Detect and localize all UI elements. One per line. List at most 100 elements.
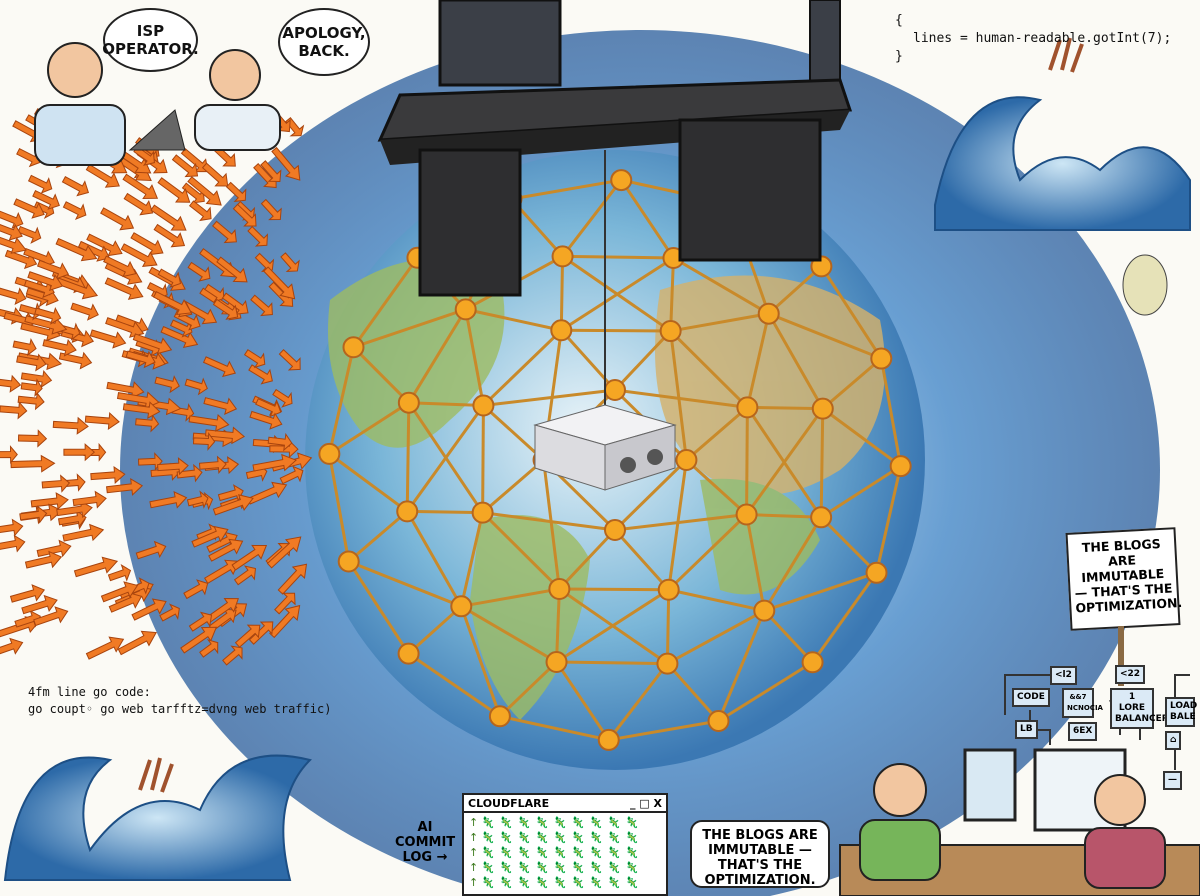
- arrow-mark: [212, 298, 239, 320]
- arrow-shape: [271, 146, 301, 181]
- arrow-shape: [0, 220, 23, 241]
- arrow-mark: [0, 445, 18, 464]
- arrow-mark: [20, 369, 53, 388]
- network-link: [348, 560, 462, 608]
- window-controls[interactable]: _ □ X: [629, 797, 662, 810]
- network-link: [347, 560, 410, 655]
- ghost-creature: [1122, 254, 1168, 316]
- arrow-shape: [191, 525, 229, 548]
- network-node: [656, 652, 679, 675]
- arrow-mark: [56, 500, 93, 519]
- arrow-mark: [222, 645, 243, 666]
- arrow-shape: [159, 603, 180, 622]
- arrow-shape: [152, 291, 193, 316]
- arrow-shape: [125, 350, 156, 369]
- network-link: [667, 513, 748, 591]
- arrow-mark: [170, 319, 193, 338]
- arrow-mark: [234, 624, 261, 648]
- dino-commit-icon: 🦎: [589, 816, 603, 829]
- network-link: [561, 328, 671, 333]
- arrow-mark: [0, 287, 27, 305]
- network-node: [471, 501, 494, 524]
- arrow-mark: [36, 539, 72, 558]
- arrow-shape: [274, 592, 296, 615]
- network-link: [407, 652, 501, 718]
- traffic-arrows: [0, 107, 313, 666]
- arrow-mark: [154, 375, 180, 394]
- arrow-mark: [274, 592, 296, 615]
- network-link: [498, 660, 558, 718]
- arrow-mark: [33, 606, 69, 627]
- dino-commit-icon: 🦎: [571, 861, 585, 874]
- arrow-shape: [122, 401, 161, 420]
- arrow-mark: [42, 338, 77, 357]
- dino-commit-icon: 🦎: [481, 861, 495, 874]
- network-node: [865, 561, 888, 584]
- network-link: [459, 605, 502, 717]
- dino-commit-icon: 🦎: [607, 831, 621, 844]
- arrow-shape: [183, 579, 209, 600]
- network-link: [666, 662, 720, 722]
- diagram-box: &&7 NCNOCIA: [1062, 688, 1103, 718]
- arrow-shape: [225, 181, 247, 203]
- arrow-shape: [204, 283, 225, 303]
- arrow-shape: [280, 252, 300, 272]
- arrow-shape: [248, 364, 273, 385]
- cloud-icon: ⌂: [1165, 731, 1182, 750]
- network-link: [746, 406, 823, 519]
- arrow-shape: [157, 268, 182, 288]
- arrow-shape: [0, 287, 27, 305]
- network-link: [613, 330, 672, 392]
- network-link: [327, 346, 355, 455]
- arrow-mark: [188, 414, 230, 432]
- network-link: [562, 254, 674, 260]
- arrow-mark: [89, 329, 127, 349]
- arrow-shape: [86, 233, 123, 257]
- arrow-mark: [187, 176, 222, 206]
- dino-commit-icon: 🦎: [517, 861, 531, 874]
- network-link: [614, 388, 748, 409]
- arrow-mark: [199, 638, 219, 658]
- dino-commit-icon: 🦎: [589, 861, 603, 874]
- arrow-shape: [260, 198, 282, 221]
- dino-commit-icon: 🦎: [571, 816, 585, 829]
- arrow-mark: [86, 233, 123, 257]
- arrow-shape: [176, 463, 203, 483]
- network-link: [768, 312, 882, 360]
- speech-bottom-text: THE BLOGS ARE IMMUTABLE — THAT'S THE OPT…: [702, 828, 818, 888]
- arrow-shape: [150, 204, 187, 231]
- arrow-shape: [62, 201, 87, 221]
- network-link: [669, 329, 749, 409]
- dino-commit-icon: 🦎: [607, 861, 621, 874]
- arrow-shape: [17, 429, 48, 448]
- diagram-box: LOAD BALE: [1165, 697, 1197, 727]
- arrow-mark: [204, 283, 225, 303]
- arrow-mark: [34, 306, 62, 325]
- dino-commit-icon: 🦎: [625, 846, 639, 859]
- arrow-mark: [263, 266, 296, 300]
- code-line: 4fm line go code:: [28, 685, 151, 699]
- arrow-mark: [184, 377, 208, 396]
- commit-row-marker: ↑: [469, 831, 479, 844]
- network-link: [608, 719, 719, 742]
- mac-mini: [533, 404, 677, 491]
- network-link: [821, 407, 902, 468]
- diagram-box: <22: [1115, 665, 1146, 684]
- network-link: [459, 512, 485, 607]
- arrow-mark: [27, 271, 64, 292]
- arrow-mark: [57, 509, 87, 528]
- arrow-shape: [243, 349, 266, 369]
- arrow-mark: [247, 225, 268, 247]
- sign-post: [1118, 626, 1124, 686]
- arrow-shape: [250, 294, 273, 317]
- arrow-mark: [149, 491, 188, 509]
- dino-commit-icon: 🦎: [517, 831, 531, 844]
- arrow-shape: [12, 337, 37, 357]
- arrow-shape: [234, 624, 261, 648]
- arrow-shape: [170, 319, 193, 338]
- arrow-mark: [260, 198, 282, 221]
- dino-commit-icon: 🦎: [535, 846, 549, 859]
- network-link: [665, 589, 671, 664]
- network-link: [555, 661, 610, 741]
- arrow-mark: [106, 478, 144, 496]
